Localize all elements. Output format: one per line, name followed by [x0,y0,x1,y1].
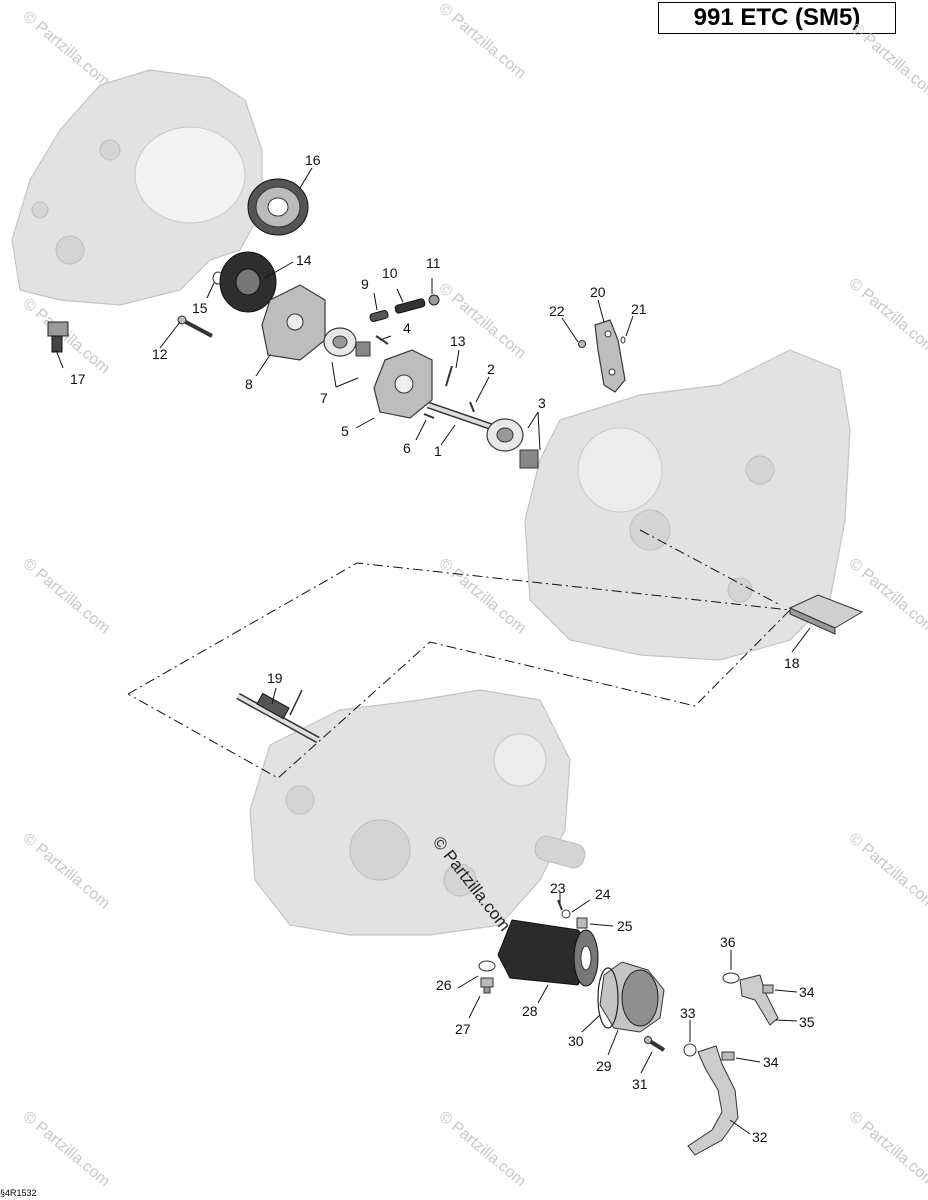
callout-27: 27 [455,1021,471,1037]
callout-5: 5 [341,423,349,439]
callout-33: 33 [680,1005,696,1021]
callout-29: 29 [596,1058,612,1074]
watermark-text: © Partzilla.com [435,0,529,82]
part-5-pump-cover [373,349,433,419]
callout-14: 14 [296,252,312,268]
callout-34-upper: 34 [799,984,815,1000]
callout-9: 9 [361,276,369,292]
ghost-clutch-cover [11,69,263,306]
callout-labels: 1 2 3 4 5 6 7 8 9 10 11 12 13 14 15 16 1… [70,152,815,1145]
part-22-screw [578,340,586,348]
part-1-shaft [426,401,497,432]
ghost-crankcase-bottom [249,689,586,936]
part-12-bolt [177,315,213,338]
callout-21: 21 [631,301,647,317]
callout-10: 10 [382,265,398,281]
watermark-text: © Partzilla.com [845,555,928,637]
callout-13: 13 [450,333,466,349]
part-34-screw [762,984,774,994]
callout-19: 19 [267,670,283,686]
callout-30: 30 [568,1033,584,1049]
part-28-oil-filter [497,919,599,987]
callout-15: 15 [192,300,208,316]
watermark-text: © Partzilla.com [845,1108,928,1190]
shaft-axis-line [639,529,781,606]
callout-18: 18 [784,655,800,671]
callout-35: 35 [799,1014,815,1030]
callout-36: 36 [720,934,736,950]
part-16-drive-gear [247,178,309,236]
watermark-text: © Partzilla.com [847,20,928,102]
watermark-text: © Partzilla.com [435,1108,529,1190]
watermark-text: © Partzilla.com [19,8,113,90]
part-31-bolt [644,1036,666,1052]
part-3-rotor-set [486,418,539,469]
callout-7: 7 [320,390,328,406]
dash-dot-boundary-line [127,562,792,779]
watermark-text: © Partzilla.com [435,555,529,637]
part-10-spring [394,298,426,314]
callout-8: 8 [245,376,253,392]
callout-24: 24 [595,886,611,902]
callout-25: 25 [617,918,633,934]
part-19-shaft [236,689,320,744]
callout-1: 1 [434,443,442,459]
part-4-pin [375,335,389,345]
part-36-oring [722,972,740,984]
callout-22: 22 [549,303,565,319]
part-34-screw [721,1051,735,1061]
part-11-ball [428,294,440,306]
callout-3: 3 [538,395,546,411]
watermark-text: © Partzilla.com [845,275,928,357]
part-15-ring [212,271,224,285]
diagram-title: 991 ETC (SM5) [658,2,896,34]
part-35-fitting [739,974,779,1026]
callout-17: 17 [70,371,86,387]
callout-32: 32 [752,1129,768,1145]
part-8-pump-housing [261,284,326,361]
part-27-drain-plug [480,977,494,994]
reference-code: §4R1532 [0,1188,37,1198]
part-33-oring [683,1043,697,1057]
callout-28: 28 [522,1003,538,1019]
ghost-crankcase-right [524,349,851,661]
part-30-oring [597,967,619,1029]
watermark-text: © Partzilla.com [19,555,113,637]
callout-20: 20 [590,284,606,300]
part-9-plug [369,309,389,323]
callout-12: 12 [152,346,168,362]
part-23-pin [557,899,563,911]
part-18-oil-strainer [788,594,864,635]
part-24-washer [561,909,571,919]
callout-31: 31 [632,1076,648,1092]
part-25-screw [576,917,588,929]
callout-6: 6 [403,440,411,456]
part-29-filter-cover [597,961,665,1033]
part-20-bracket [594,319,626,393]
watermark-text: © Partzilla.com [435,280,529,362]
part-13-pin [445,365,453,387]
callout-23: 23 [550,880,566,896]
callout-2: 2 [487,361,495,377]
callout-34-lower: 34 [763,1054,779,1070]
watermark-text: © Partzilla.com [845,830,928,912]
part-14-sprocket [219,251,277,313]
part-26-washer [478,960,496,972]
leader-lines [55,167,811,1135]
watermark-text: © Partzilla.com [19,830,113,912]
callout-16: 16 [305,152,321,168]
callout-26: 26 [436,977,452,993]
callout-4: 4 [403,320,411,336]
part-6-pin [423,413,435,419]
part-32-oil-pipe [687,1045,739,1156]
watermark-text: © Partzilla.com [19,1108,113,1190]
part-7-rotor-set [323,327,371,357]
callout-11: 11 [426,255,441,271]
part-2-pin [469,401,475,413]
part-21-oring [620,336,626,344]
